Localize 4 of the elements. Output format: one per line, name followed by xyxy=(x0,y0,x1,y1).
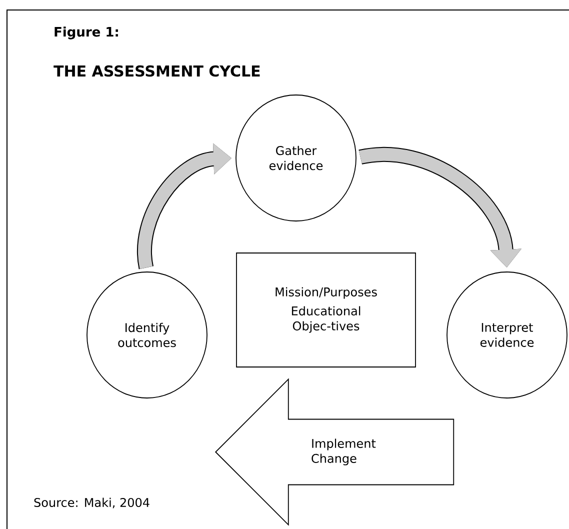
source-note: Source: Maki, 2004 xyxy=(34,498,150,508)
center-box: Mission/Purposes Educational Objec-tives xyxy=(236,252,416,368)
title: THE ASSESSMENT CYCLE xyxy=(54,65,260,77)
figure-number: Figure 1: xyxy=(54,26,118,40)
